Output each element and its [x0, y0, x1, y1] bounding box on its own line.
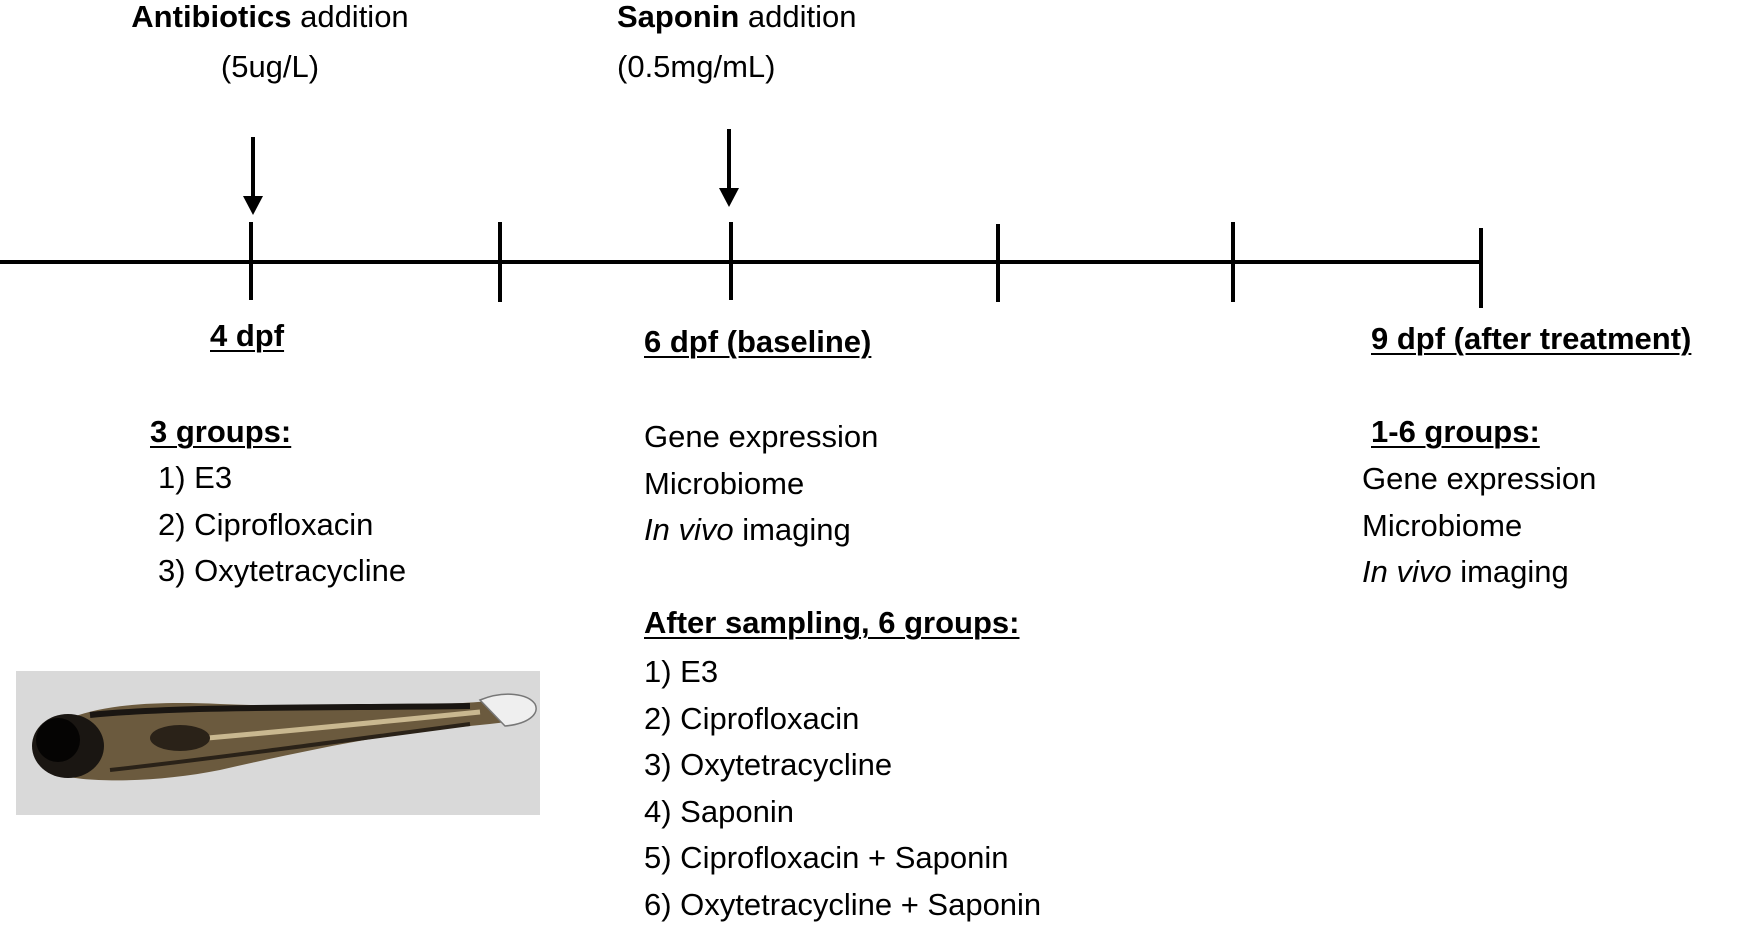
- list-item: 4) Saponin: [644, 789, 1041, 836]
- list-item: 2) Ciprofloxacin: [158, 502, 406, 549]
- zebrafish-larva-image: [16, 671, 540, 815]
- day9-measurements: Gene expression Microbiome In vivo imagi…: [1362, 456, 1596, 596]
- list-item: 5) Ciprofloxacin + Saponin: [644, 835, 1041, 882]
- measurement-imaging: In vivo imaging: [1362, 549, 1596, 596]
- after-sampling-list: 1) E3 2) Ciprofloxacin 3) Oxytetracyclin…: [644, 649, 1041, 928]
- saponin-annotation: Saponin addition (0.5mg/mL): [617, 0, 857, 85]
- day9-groups-heading: 1-6 groups:: [1371, 414, 1540, 450]
- list-item: 6) Oxytetracycline + Saponin: [644, 882, 1041, 928]
- list-item: 3) Oxytetracycline: [644, 742, 1041, 789]
- day4-groups-list: 1) E3 2) Ciprofloxacin 3) Oxytetracyclin…: [158, 455, 406, 595]
- antibiotics-dose: (5ug/L): [110, 49, 430, 85]
- list-item: 1) E3: [644, 649, 1041, 696]
- measurement-microbiome: Microbiome: [644, 461, 878, 508]
- measurement-gene-expression: Gene expression: [644, 414, 878, 461]
- after-sampling-heading: After sampling, 6 groups:: [644, 605, 1019, 641]
- day6-measurements: Gene expression Microbiome In vivo imagi…: [644, 414, 878, 554]
- antibiotics-annotation: Antibiotics addition (5ug/L): [110, 0, 430, 85]
- saponin-dose: (0.5mg/mL): [617, 49, 857, 85]
- measurement-microbiome: Microbiome: [1362, 503, 1596, 550]
- day4-groups-heading: 3 groups:: [150, 414, 291, 450]
- timepoint-4dpf: 4 dpf: [210, 318, 284, 354]
- measurement-imaging: In vivo imaging: [644, 507, 878, 554]
- list-item: 1) E3: [158, 455, 406, 502]
- list-item: 3) Oxytetracycline: [158, 548, 406, 595]
- antibiotics-title: Antibiotics addition: [110, 0, 430, 35]
- timepoint-6dpf: 6 dpf (baseline): [644, 324, 871, 360]
- timepoint-9dpf: 9 dpf (after treatment): [1371, 321, 1691, 357]
- list-item: 2) Ciprofloxacin: [644, 696, 1041, 743]
- saponin-title: Saponin addition: [617, 0, 857, 35]
- arrowhead-saponin: [719, 188, 739, 207]
- measurement-gene-expression: Gene expression: [1362, 456, 1596, 503]
- arrowhead-antibiotics: [243, 196, 263, 215]
